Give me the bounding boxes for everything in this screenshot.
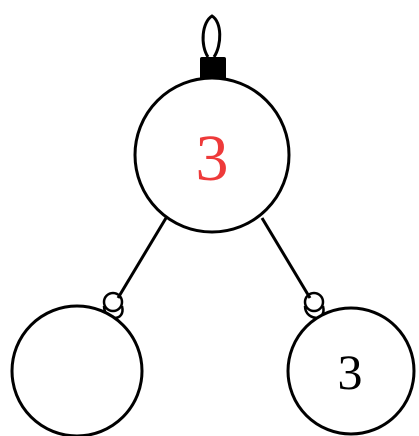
ornament-loop-icon xyxy=(203,16,220,57)
branch-right xyxy=(262,218,310,298)
root-node: 3 xyxy=(135,16,289,232)
root-value: 3 xyxy=(196,122,229,195)
left-child-node xyxy=(12,293,142,436)
left-child-ornament xyxy=(12,306,142,436)
right-child-value: 3 xyxy=(338,344,363,400)
branch-left xyxy=(118,218,166,298)
right-child-node: 3 xyxy=(288,293,414,434)
